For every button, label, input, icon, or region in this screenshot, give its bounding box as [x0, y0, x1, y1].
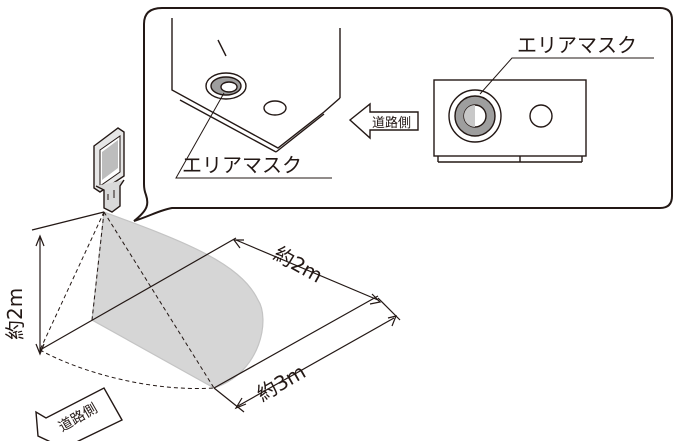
detection-guide-lines: [39, 211, 215, 389]
width-dimension: [213, 297, 401, 413]
detection-zone: [31, 211, 379, 389]
mask-label-bottom: エリアマスク: [182, 153, 302, 177]
mask-label-bottom-leader: [175, 92, 332, 179]
depth-label: 約2m: [270, 241, 327, 287]
road-side-label-callout: 道路側: [372, 115, 411, 131]
detection-area-fill: [91, 211, 264, 389]
road-side-arrow-ground: 道路側: [35, 387, 123, 441]
lens-outer-front: [448, 89, 502, 143]
sensor-front-view: [433, 79, 587, 163]
sensor-unit: [93, 127, 125, 213]
callout-panel: エリアマスク 道路側 エリアマスク: [133, 7, 673, 222]
road-side-arrow-callout: 道路側: [348, 102, 419, 140]
mask-label-top: エリアマスク: [517, 33, 637, 57]
led-window-front: [529, 104, 553, 128]
width-label: 約3m: [253, 359, 310, 406]
height-dimension: [35, 234, 45, 356]
height-label: 約2m: [3, 288, 27, 340]
lens-inner: [220, 81, 238, 93]
ground-lines: [31, 211, 379, 389]
sensor-bottom-perspective: [171, 18, 341, 153]
lens-outer: [205, 72, 247, 100]
mask-label-top-leader: [479, 57, 654, 95]
led-window: [263, 100, 287, 116]
depth-dimension: [232, 239, 382, 305]
